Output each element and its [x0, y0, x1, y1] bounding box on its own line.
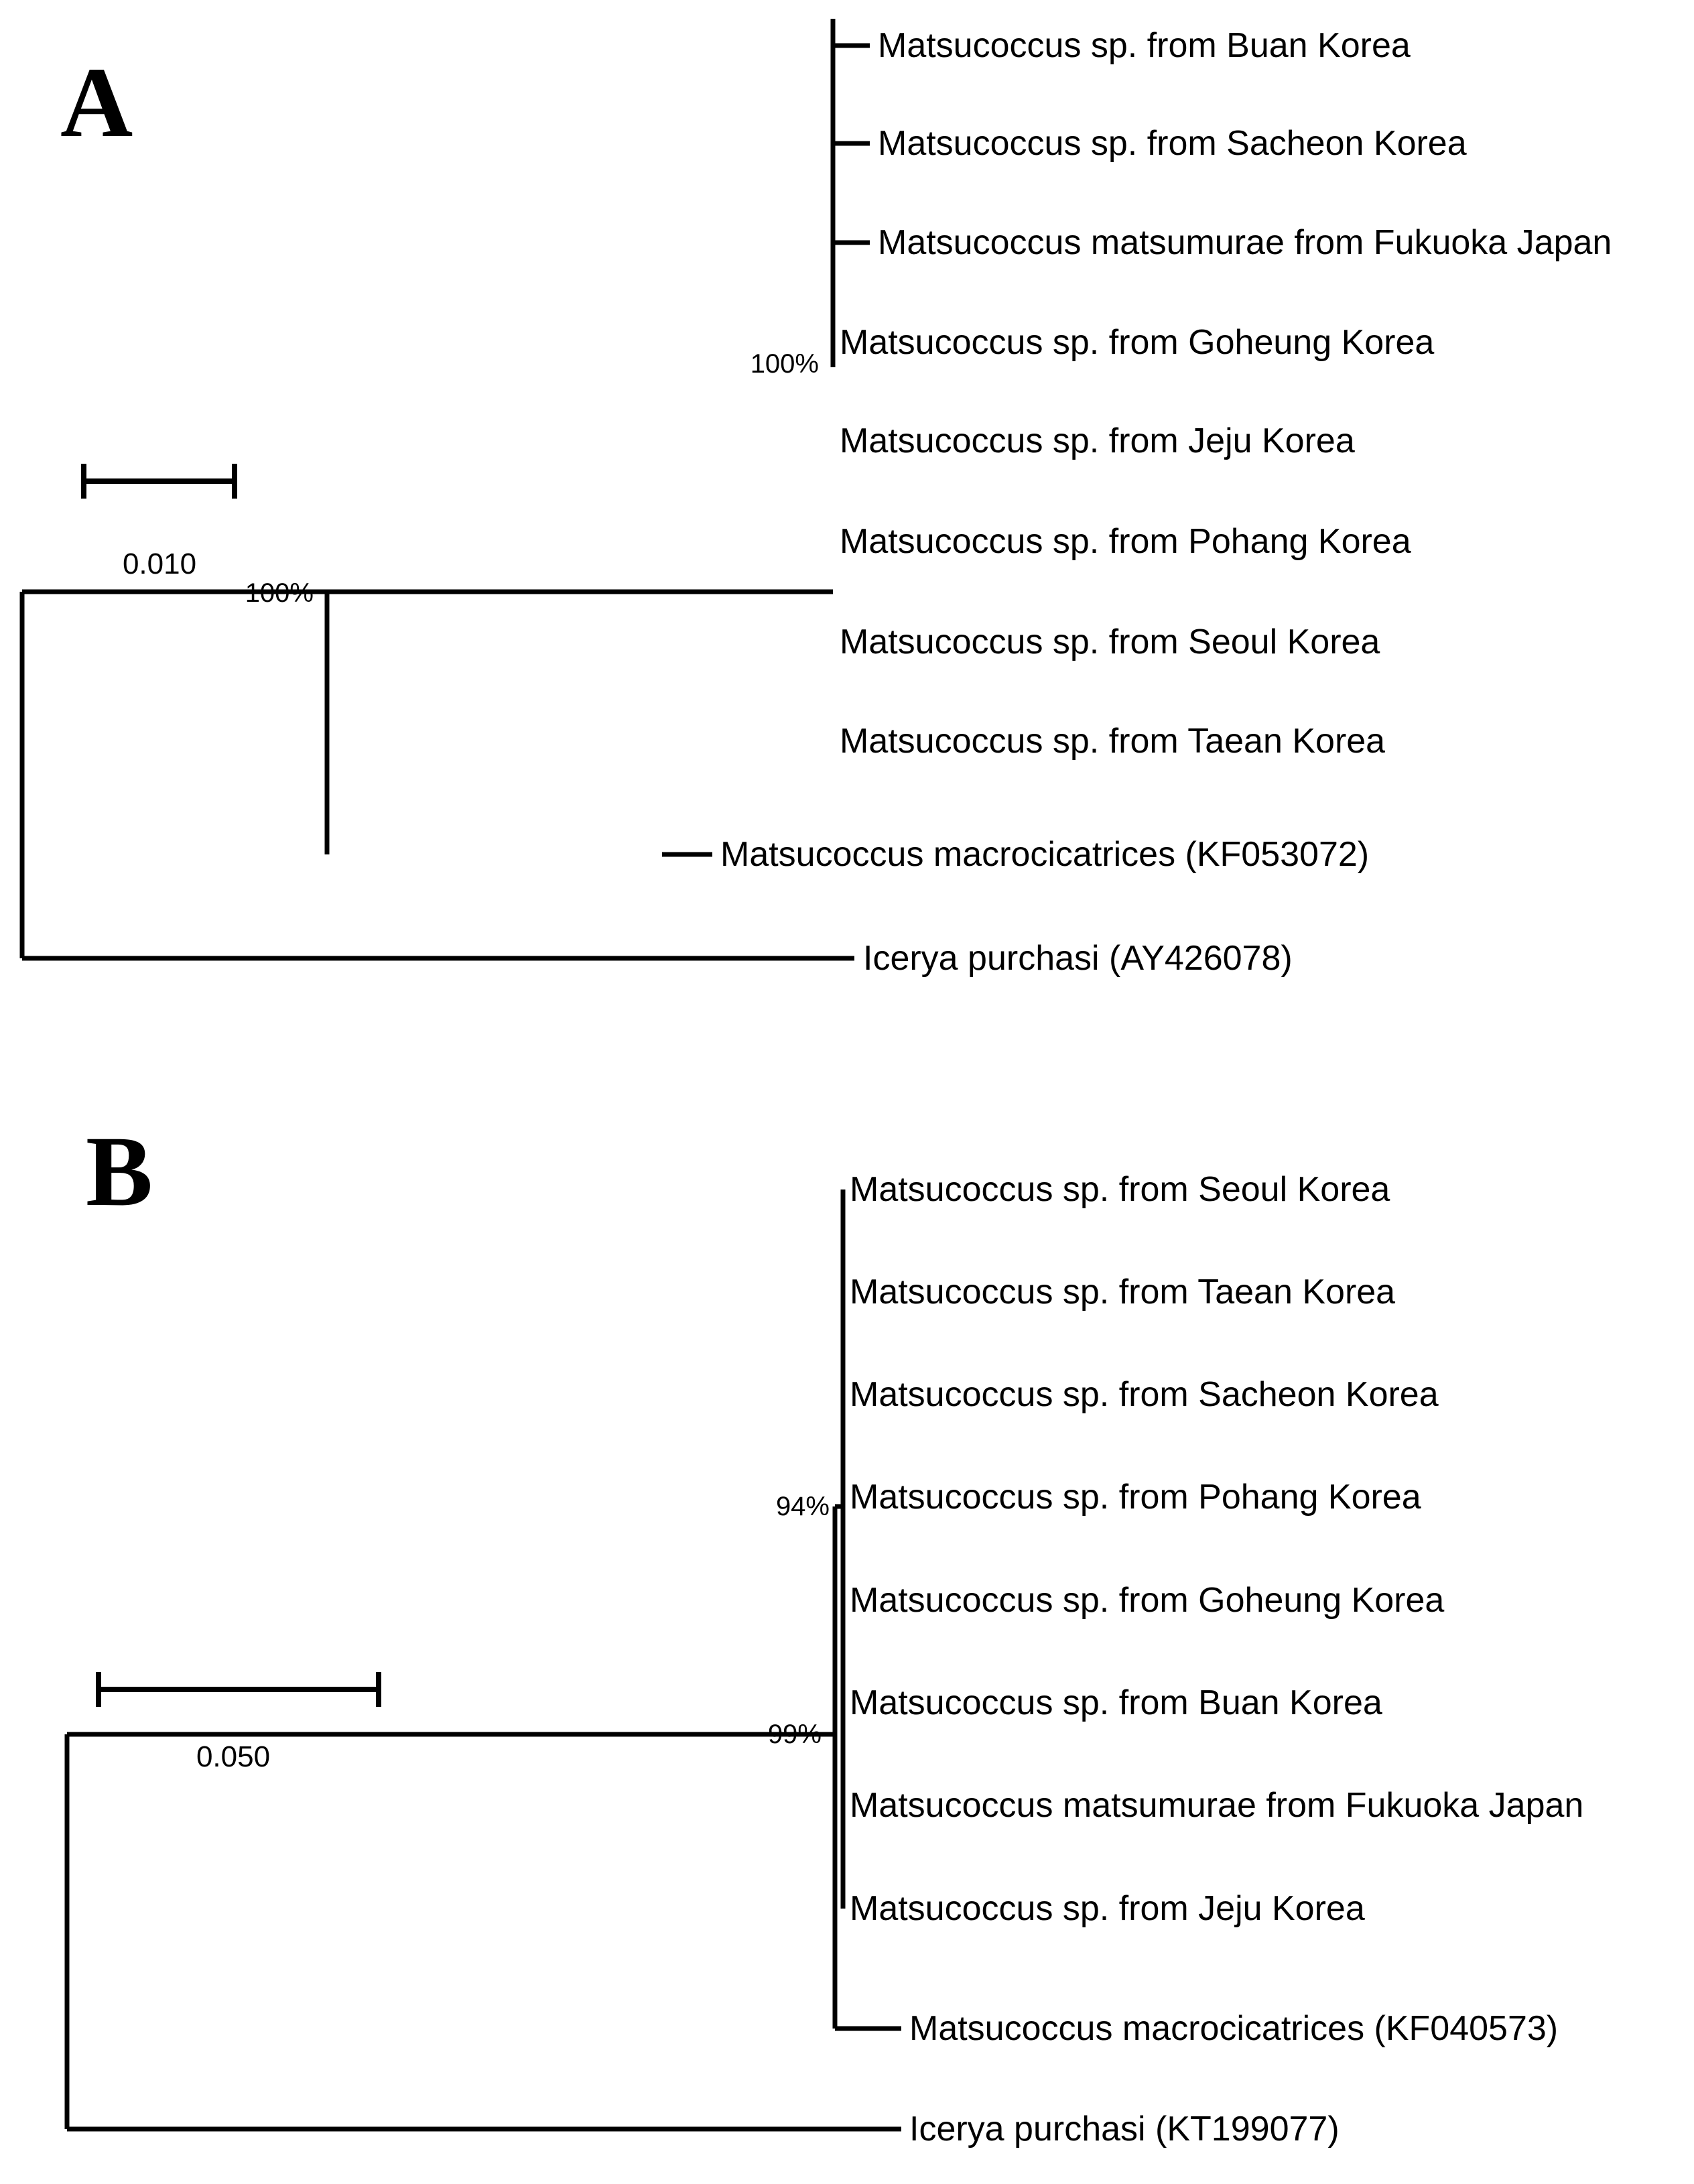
scale-bar-label-b: 0.050 — [196, 1740, 271, 1773]
tip-label-b-7: Matsucoccus sp. from Jeju Korea — [850, 1889, 1365, 1928]
tip-label-b-0: Matsucoccus sp. from Seoul Korea — [850, 1170, 1390, 1209]
support-value-a-1: 100% — [245, 578, 314, 608]
tip-label-b-9: Icerya purchasi (KT199077) — [909, 2110, 1340, 2148]
panel-a-letter: A — [60, 47, 133, 158]
tip-label-b-8: Matsucoccus macrocicatrices (KF040573) — [909, 2009, 1559, 2048]
tip-label-a-7: Matsucoccus sp. from Taean Korea — [840, 722, 1386, 761]
tip-label-b-6: Matsucoccus matsumurae from Fukuoka Japa… — [850, 1786, 1584, 1825]
tip-label-b-2: Matsucoccus sp. from Sacheon Korea — [850, 1375, 1439, 1414]
tip-label-b-4: Matsucoccus sp. from Goheung Korea — [850, 1581, 1445, 1620]
tip-label-a-1: Matsucoccus sp. from Sacheon Korea — [878, 124, 1467, 163]
tip-label-a-5: Matsucoccus sp. from Pohang Korea — [840, 522, 1411, 561]
tip-label-b-5: Matsucoccus sp. from Buan Korea — [850, 1683, 1382, 1722]
support-value-b-1: 99% — [767, 1720, 822, 1749]
tip-label-a-9: Icerya purchasi (AY426078) — [863, 939, 1293, 978]
tip-label-b-1: Matsucoccus sp. from Taean Korea — [850, 1273, 1396, 1311]
tip-label-a-2: Matsucoccus matsumurae from Fukuoka Japa… — [878, 223, 1612, 262]
tip-label-a-8: Matsucoccus macrocicatrices (KF053072) — [720, 835, 1370, 874]
tip-label-b-3: Matsucoccus sp. from Pohang Korea — [850, 1478, 1421, 1517]
tip-label-a-0: Matsucoccus sp. from Buan Korea — [878, 26, 1411, 65]
support-value-b-0: 94% — [775, 1492, 830, 1521]
scale-bar-label-a: 0.010 — [122, 548, 197, 580]
tip-label-a-4: Matsucoccus sp. from Jeju Korea — [840, 422, 1355, 460]
support-value-a-0: 100% — [750, 349, 819, 379]
panel-b-letter: B — [86, 1116, 153, 1227]
tip-label-a-6: Matsucoccus sp. from Seoul Korea — [840, 623, 1380, 661]
tip-label-a-3: Matsucoccus sp. from Goheung Korea — [840, 323, 1435, 362]
